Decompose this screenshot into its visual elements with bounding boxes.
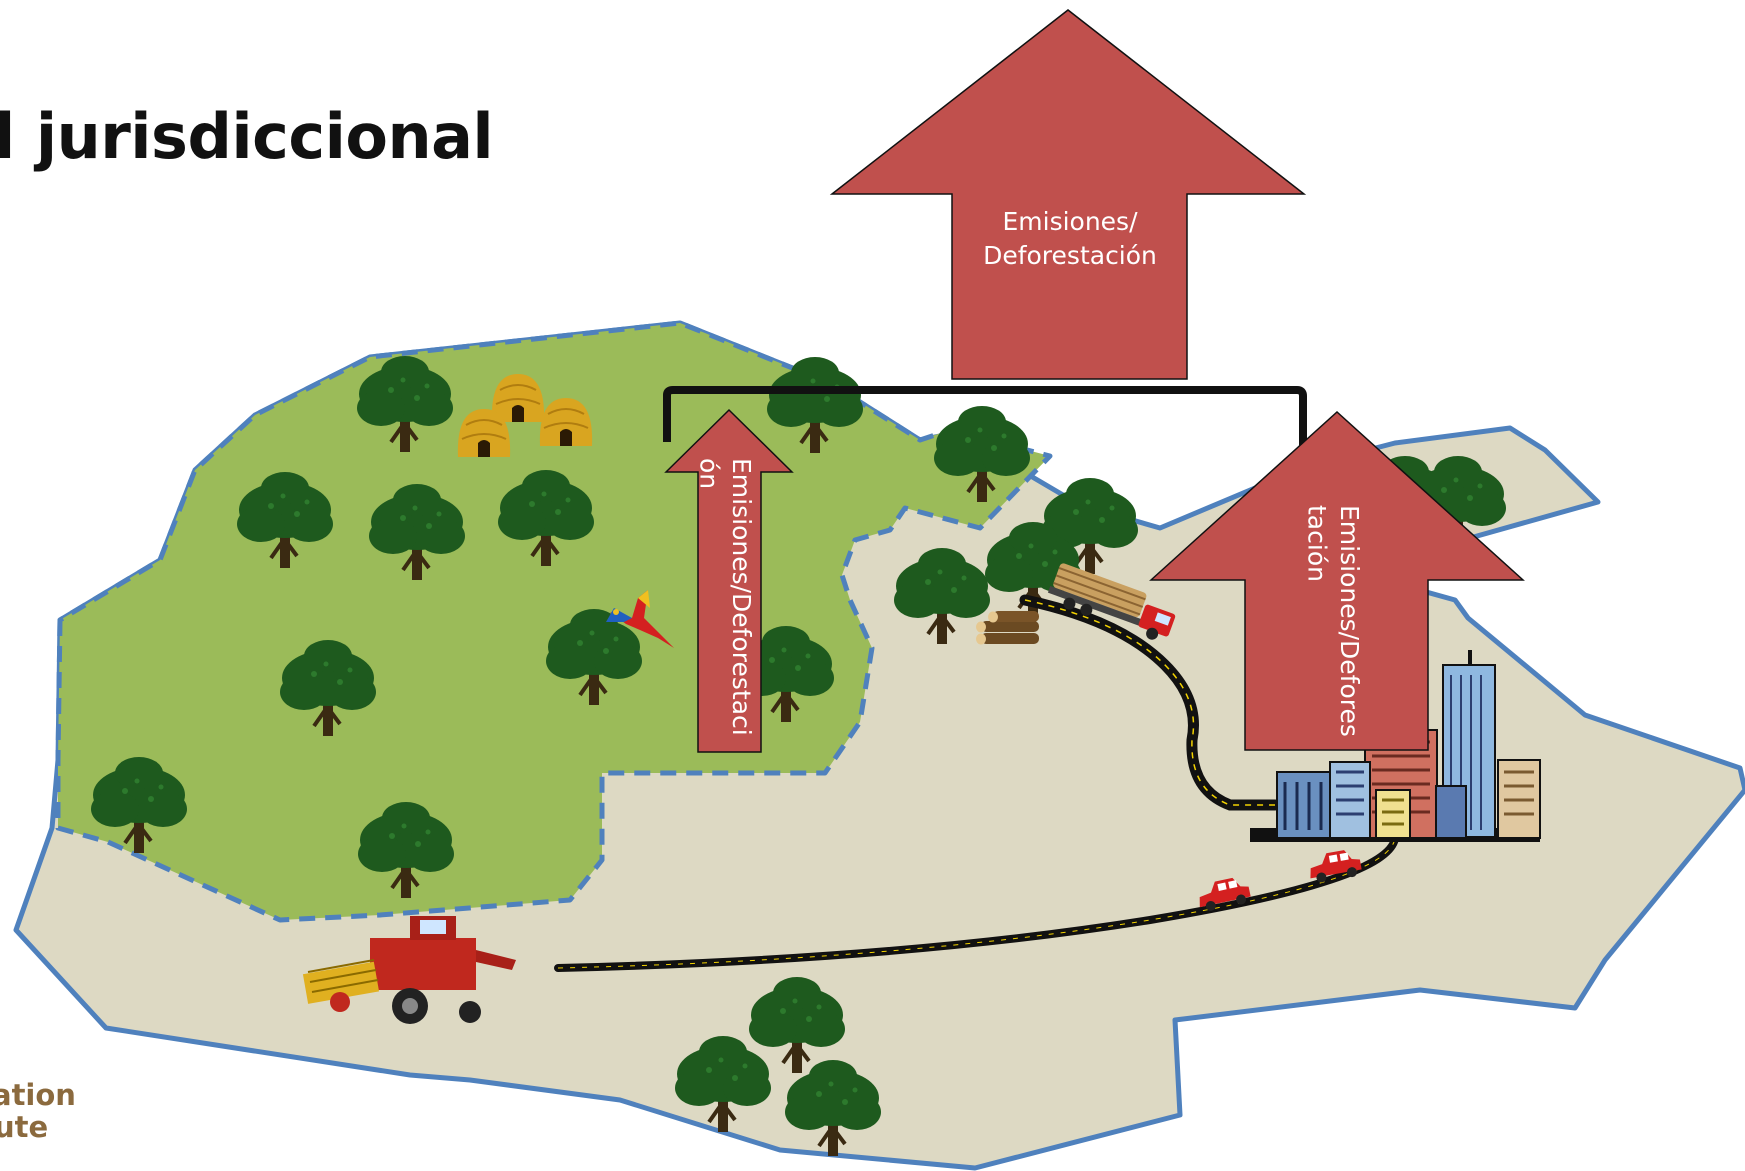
arrow-label-line: Emisiones/Defores bbox=[1335, 505, 1364, 737]
arrow-label-line: Emisiones/ bbox=[1002, 207, 1138, 236]
arrow-label-line: Emisiones/Deforestaci bbox=[727, 458, 756, 736]
logo-line: ute bbox=[0, 1109, 49, 1144]
log-truck-icon bbox=[1047, 563, 1176, 640]
city-skyline-icon bbox=[1250, 650, 1541, 842]
logs-icon bbox=[976, 611, 1039, 645]
arrow-label-line: tación bbox=[1302, 505, 1332, 582]
parrot-icon bbox=[606, 590, 674, 648]
emissions-arrow-city bbox=[1149, 410, 1525, 751]
forest-area bbox=[55, 320, 1053, 923]
arrow-label-forest: Emisiones/Deforestaci ón bbox=[692, 458, 757, 748]
combine-harvester-icon bbox=[302, 916, 516, 1024]
slide-title: l jurisdiccional bbox=[0, 100, 494, 173]
emissions-arrow-forest bbox=[664, 408, 794, 753]
emissions-arrow-jurisdiction bbox=[829, 9, 1307, 380]
arrow-label-city: Emisiones/Defores tación bbox=[1300, 505, 1365, 755]
logo-line: ation bbox=[0, 1078, 76, 1112]
aggregation-bracket bbox=[663, 386, 1307, 448]
arrow-label-line: Deforestación bbox=[983, 240, 1157, 270]
arrow-label-jurisdiction: Emisiones/ Deforestación bbox=[950, 205, 1190, 273]
arrow-label-line: ón bbox=[694, 458, 724, 490]
